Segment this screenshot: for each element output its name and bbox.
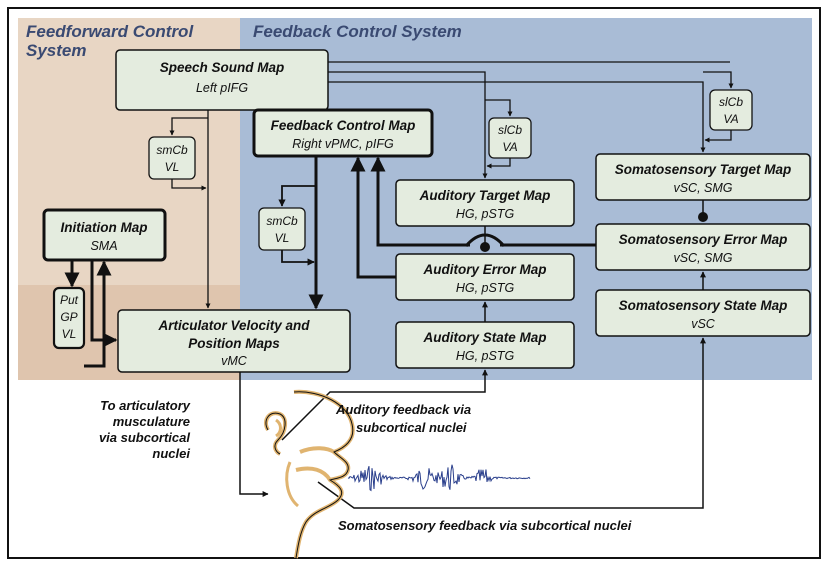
- smcb-lower-out-arrow: [281, 250, 315, 266]
- slcb-somato-line2: VA: [723, 112, 738, 126]
- head-inner-lines: [265, 391, 354, 559]
- auditory-error-map-sub: HG, pSTG: [456, 281, 515, 295]
- speech-sound-map-box: Speech Sound Map Left pIFG: [115, 49, 329, 111]
- ssm-to-aud-target-arrow: [328, 71, 488, 179]
- jaw-line: [285, 461, 300, 508]
- feedforward-title: Feedforward Control: [26, 22, 194, 41]
- smcb-lower-line2: VL: [275, 231, 290, 245]
- somato-state-map-sub: vSC: [691, 317, 716, 331]
- somato-target-map-box: Somatosensory Target Map vSC, SMG: [595, 153, 811, 201]
- feedforward-title-line2: System: [26, 41, 86, 60]
- feedback-title: Feedback Control System: [253, 22, 462, 41]
- auditory-target-map-title: Auditory Target Map: [419, 188, 551, 203]
- smcb-lower-line1: smCb: [266, 214, 298, 228]
- slcb-aud-out-arrow: [486, 158, 511, 169]
- somato-error-map-sub: vSC, SMG: [673, 251, 732, 265]
- slcb-auditory-line2: VA: [502, 140, 517, 154]
- connectors: [64, 61, 734, 509]
- ssm-to-smcb-arrow: [169, 117, 208, 136]
- articulator-to-muscle-arrow: [239, 372, 269, 497]
- bg-loop-arrow: [84, 260, 112, 368]
- som-inhibit-dot: [698, 212, 708, 222]
- somato-state-map-title: Somatosensory State Map: [619, 298, 788, 313]
- aud-inhibit-dot: [480, 242, 490, 252]
- somato-error-map-title: Somatosensory Error Map: [619, 232, 788, 247]
- basal-ganglia-line1: Put: [60, 293, 79, 307]
- outer-frame: [7, 7, 821, 559]
- somato-target-map-title: Somatosensory Target Map: [615, 162, 792, 177]
- somato-error-map-box: Somatosensory Error Map vSC, SMG: [595, 223, 811, 271]
- sound-waveform: [347, 464, 531, 492]
- initiation-map-sub: SMA: [90, 239, 117, 253]
- somato-state-map-box: Somatosensory State Map vSC: [595, 289, 811, 337]
- somato-feedback-label: Somatosensory feedback via subcortical n…: [338, 518, 632, 533]
- ssm-to-slcb-som-arrow: [703, 71, 734, 89]
- ear-outline-inner: [265, 412, 286, 455]
- slcb-auditory-line1: slCb: [498, 123, 522, 137]
- articulator-maps-title: Articulator Velocity and: [157, 318, 310, 333]
- slcb-somato-line1: slCb: [719, 95, 743, 109]
- auditory-feedback-arrow: [281, 369, 488, 441]
- feedback-control-map-box: Feedback Control Map Right vPMC, pIFG: [252, 108, 434, 158]
- slcb-somato-box: slCb VA: [709, 89, 753, 131]
- somato-target-map-sub: vSC, SMG: [673, 181, 732, 195]
- auditory-feedback-label-line2: subcortical nuclei: [356, 420, 467, 435]
- articulator-maps-sub: vMC: [221, 354, 248, 368]
- smcb-lower-box: smCb VL: [258, 207, 306, 251]
- feedback-control-map-title: Feedback Control Map: [271, 118, 416, 133]
- musculature-line3: via subcortical: [99, 430, 190, 445]
- auditory-state-map-box: Auditory State Map HG, pSTG: [395, 321, 575, 369]
- ssm-to-slcb-aud-arrow: [485, 99, 513, 117]
- slcb-som-out-arrow: [704, 130, 732, 143]
- smcb-upper-line1: smCb: [156, 143, 188, 157]
- basal-ganglia-box: Put GP VL: [52, 286, 86, 350]
- som-error-to-fcm-arrow: [370, 156, 470, 247]
- tongue: [295, 466, 332, 482]
- init-to-articulator-arrow: [90, 260, 118, 348]
- musculature-line2: musculature: [113, 414, 190, 429]
- slcb-auditory-box: slCb VA: [488, 117, 532, 159]
- ssm-to-som-target-arrow: [328, 81, 706, 153]
- auditory-target-map-box: Auditory Target Map HG, pSTG: [395, 179, 575, 227]
- face-profile-inner: [293, 391, 354, 559]
- upper-lip: [299, 446, 336, 454]
- articulator-maps-title-line2: Position Maps: [188, 336, 280, 351]
- feedback-control-map-sub: Right vPMC, pIFG: [292, 137, 394, 151]
- musculature-line4: nuclei: [152, 446, 190, 461]
- smcb-upper-box: smCb VL: [148, 136, 196, 180]
- basal-ganglia-line3: VL: [62, 327, 77, 341]
- auditory-target-map-sub: HG, pSTG: [456, 207, 515, 221]
- somato-feedback-arrow: [317, 337, 706, 509]
- auditory-error-map-title: Auditory Error Map: [422, 262, 546, 277]
- smcb-upper-line2: VL: [165, 160, 180, 174]
- musculature-label: To articulatory musculature via subcorti…: [99, 398, 191, 461]
- auditory-error-map-box: Auditory Error Map HG, pSTG: [395, 253, 575, 301]
- speech-sound-map-sub: Left pIFG: [196, 81, 248, 95]
- auditory-state-map-sub: HG, pSTG: [456, 349, 515, 363]
- auditory-feedback-label: Auditory feedback via: [335, 402, 471, 417]
- initiation-map-title: Initiation Map: [61, 220, 148, 235]
- musculature-line1: To articulatory: [100, 398, 191, 413]
- auditory-state-map-title: Auditory State Map: [422, 330, 546, 345]
- articulator-maps-box: Articulator Velocity and Position Maps v…: [117, 309, 351, 373]
- ear-inner: [275, 418, 282, 438]
- basal-ganglia-line2: GP: [60, 310, 77, 324]
- aud-error-to-fcm-arrow: [350, 156, 396, 279]
- speech-sound-map-title: Speech Sound Map: [160, 60, 285, 75]
- fcm-to-smcb-arrow: [278, 185, 316, 207]
- initiation-map-box: Initiation Map SMA: [42, 208, 167, 262]
- smcb-to-path-arrow: [171, 179, 207, 191]
